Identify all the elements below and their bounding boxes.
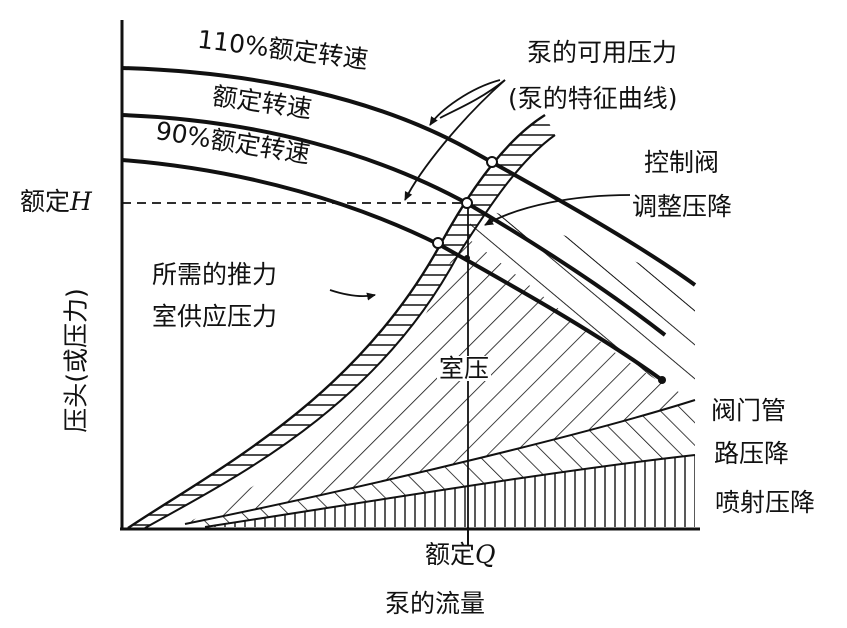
label-pump-available-1: 泵的可用压力 (527, 38, 678, 67)
control-valve-region (470, 205, 695, 400)
x-axis-title: 泵的流量 (385, 589, 486, 618)
pump-curve-110 (121, 66, 697, 287)
label-pump-available-2: (泵的特征曲线) (508, 84, 678, 113)
label-valve-pipe-1: 阀门管 (711, 396, 787, 425)
pump-label-leader-3 (439, 79, 506, 119)
point-intersection (464, 255, 470, 261)
control-valve-leader (484, 194, 631, 226)
label-rated-h: 额定H (20, 187, 92, 216)
label-required-1: 所需的推力 (152, 260, 278, 289)
required-pressure-band (128, 115, 555, 528)
required-pressure-curve (127, 113, 546, 529)
valve-pipe-curve (184, 399, 696, 525)
label-chamber: 室压 (437, 354, 492, 383)
label-control-valve-1: 控制阀 (644, 148, 720, 177)
label-injection: 喷射压降 (715, 488, 816, 517)
required-label-leader (329, 289, 376, 301)
label-valve-pipe-2: 路压降 (714, 439, 790, 468)
injection-curve (204, 454, 696, 528)
point-110 (486, 156, 498, 168)
curve-end-90 (658, 376, 666, 384)
pump-label-leader-1 (429, 79, 501, 126)
required-pressure-curve-inner (144, 134, 556, 529)
point-90 (432, 237, 444, 249)
chamber-pressure-region (185, 240, 695, 524)
injection-loss-region (205, 455, 695, 527)
y-axis-title: 压头(或压力) (61, 288, 91, 433)
label-required-2: 室供应压力 (152, 302, 278, 331)
pump-curve-100 (121, 113, 667, 337)
point-100 (461, 197, 473, 209)
label-control-valve-2: 调整压降 (632, 192, 733, 221)
pump-label-leader-2 (404, 79, 506, 201)
label-rated-q: 额定Q (425, 540, 496, 569)
